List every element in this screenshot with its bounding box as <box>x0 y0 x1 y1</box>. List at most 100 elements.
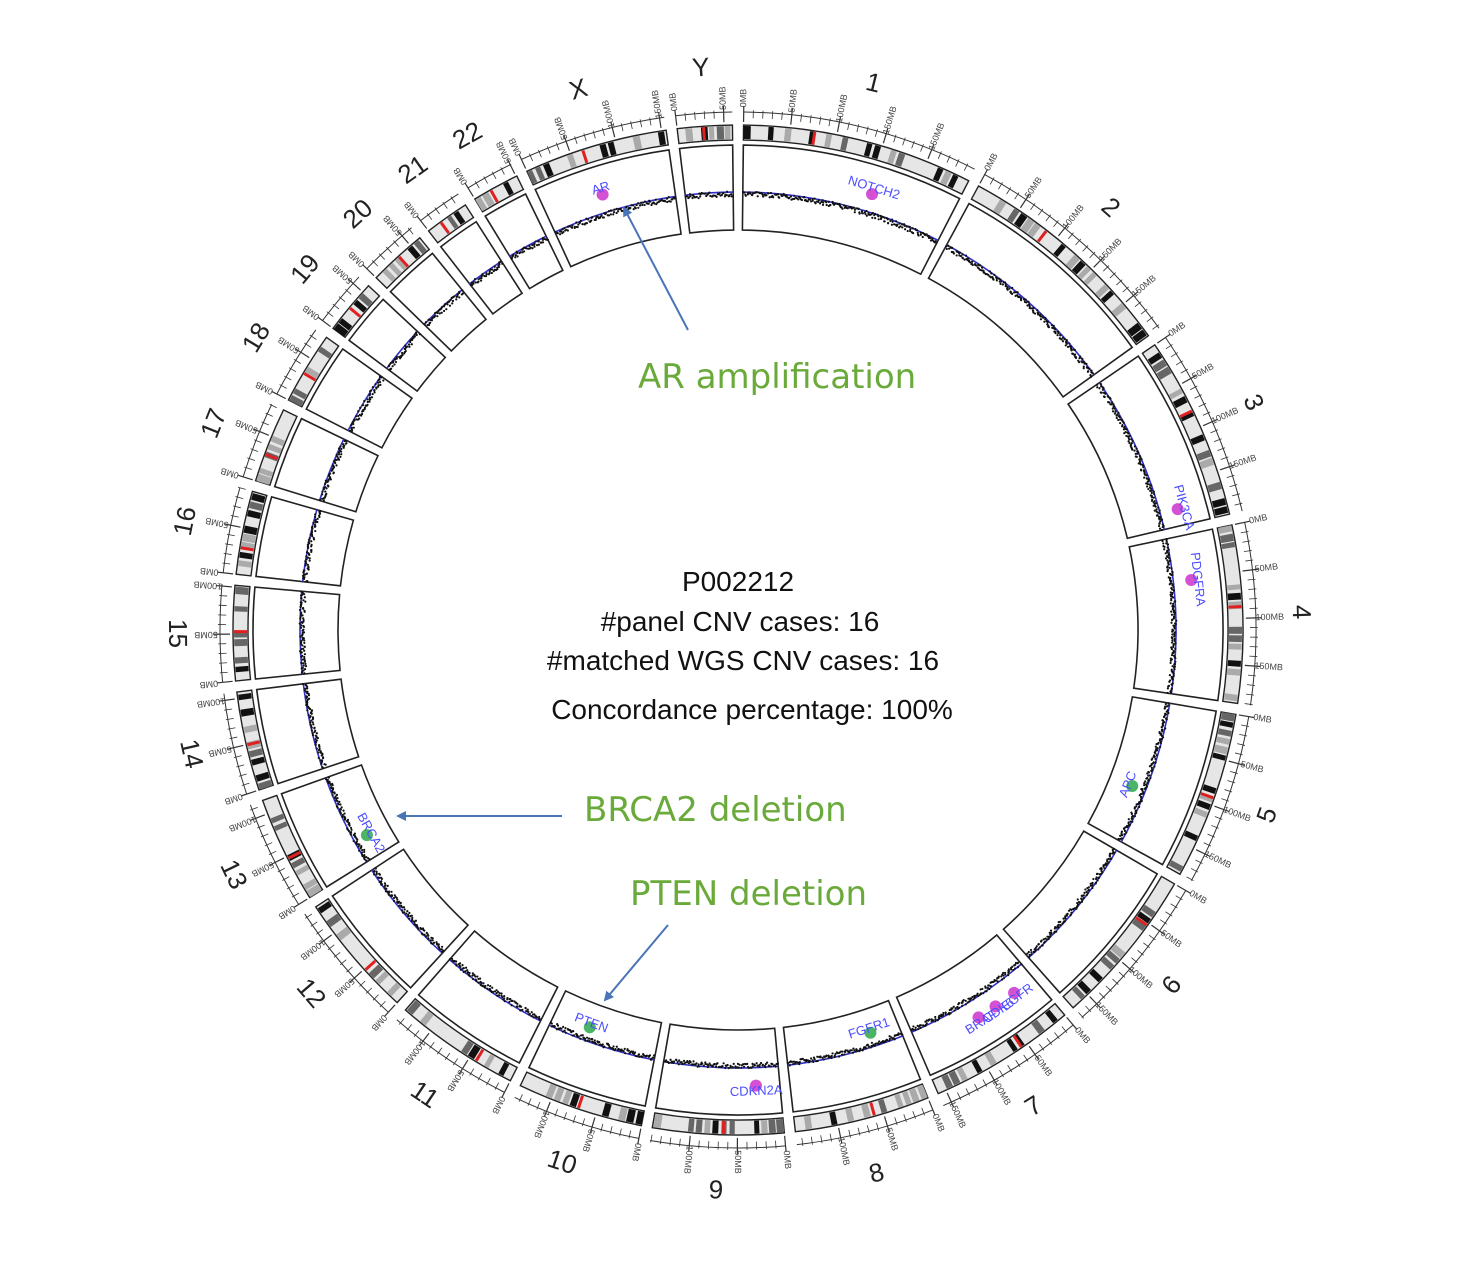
cn-point <box>378 880 381 884</box>
cn-point <box>310 540 313 543</box>
cytoband <box>1190 434 1205 446</box>
cn-point <box>1059 923 1062 927</box>
centromere-chr9 <box>721 1120 726 1134</box>
cn-point <box>303 645 306 648</box>
cn-point <box>751 1062 754 1066</box>
cn-point <box>612 211 616 214</box>
cn-point <box>488 270 491 273</box>
tick-label: 50MB <box>786 89 798 113</box>
cn-point <box>1172 605 1175 608</box>
tick-axis <box>1244 522 1257 706</box>
cn-point <box>300 639 303 643</box>
cn-point <box>1080 894 1083 897</box>
cn-point <box>674 1058 678 1061</box>
cn-point <box>571 226 574 229</box>
cn-point <box>461 289 464 292</box>
tick-mark <box>563 135 570 151</box>
cn-point <box>316 520 319 524</box>
cn-point <box>303 596 306 599</box>
cytoband <box>413 240 427 254</box>
cytoband <box>569 1092 581 1108</box>
cn-point <box>498 992 501 995</box>
tick-mark <box>250 806 258 811</box>
cn-point <box>1086 892 1089 895</box>
cn-point <box>731 1066 734 1069</box>
cn-point <box>746 1065 750 1069</box>
ideogram-chr2 <box>970 185 1150 346</box>
tick-mark <box>429 1041 435 1049</box>
cn-point <box>952 252 956 255</box>
cn-point <box>388 890 391 893</box>
cn-point <box>899 1032 902 1035</box>
tick-mark <box>555 142 560 151</box>
cytoband <box>932 167 944 182</box>
cytoband <box>566 153 577 169</box>
cn-point <box>343 812 346 815</box>
cn-point <box>1028 304 1031 308</box>
cn-point <box>1171 665 1174 668</box>
cn-point <box>582 1036 585 1039</box>
cn-point <box>594 218 597 221</box>
tick-mark <box>434 207 440 215</box>
cn-point <box>831 1052 834 1055</box>
cytoband <box>267 443 282 454</box>
tick-mark <box>1198 402 1207 408</box>
cn-point <box>1130 812 1133 815</box>
cn-point <box>437 945 440 948</box>
tick-mark <box>1226 474 1235 478</box>
tick-mark <box>226 533 235 537</box>
cn-point <box>1168 673 1171 677</box>
cn-point <box>921 1024 925 1027</box>
cn-point <box>343 815 346 818</box>
cn-point <box>1130 442 1133 445</box>
cn-point <box>368 396 371 399</box>
cn-point <box>1159 745 1162 749</box>
centromere-chr19 <box>349 307 362 318</box>
cn-point <box>957 1003 960 1006</box>
tick-label: 0MB <box>346 249 366 269</box>
cn-point <box>715 195 718 199</box>
cn-point <box>639 204 642 207</box>
cn-line-chr21 <box>469 260 502 285</box>
centromere-chr1 <box>811 131 817 145</box>
cn-point <box>1020 963 1023 966</box>
cn-point <box>1065 338 1068 342</box>
tick-mark <box>1232 493 1240 497</box>
cn-point <box>1135 455 1138 458</box>
tick-mark <box>349 970 363 983</box>
cn-point <box>1089 374 1092 377</box>
cn-point <box>304 687 307 690</box>
tick-mark <box>1015 1059 1021 1068</box>
cn-point <box>1133 815 1137 818</box>
cytoband <box>1007 208 1020 223</box>
cn-point <box>641 203 644 206</box>
cn-point <box>715 1063 718 1066</box>
tick-mark <box>332 303 340 310</box>
cn-point <box>699 195 702 198</box>
cn-point <box>1144 783 1148 786</box>
tick-label: 0MB <box>1248 512 1268 526</box>
cn-point <box>762 195 765 198</box>
cn-point <box>519 251 522 254</box>
centromere-chr6 <box>1135 916 1148 927</box>
cn-point <box>1085 894 1088 897</box>
cn-point <box>337 451 341 454</box>
cn-point <box>988 270 991 273</box>
cn-point <box>1164 557 1168 560</box>
cytoband <box>754 1120 760 1134</box>
cn-point <box>792 1062 795 1066</box>
cn-point <box>366 400 369 403</box>
cn-point <box>823 1055 826 1058</box>
cn-point <box>1101 388 1105 391</box>
cn-point <box>767 1064 770 1067</box>
cn-point <box>1111 410 1115 413</box>
cn-point <box>769 191 773 195</box>
cn-point <box>865 1044 868 1047</box>
tick-mark <box>1116 279 1123 286</box>
cytoband <box>241 533 257 544</box>
cn-point <box>393 899 396 903</box>
cn-point <box>367 857 370 860</box>
cn-point <box>1111 848 1114 852</box>
cytoband <box>894 1093 904 1108</box>
tick-mark <box>1234 752 1243 756</box>
